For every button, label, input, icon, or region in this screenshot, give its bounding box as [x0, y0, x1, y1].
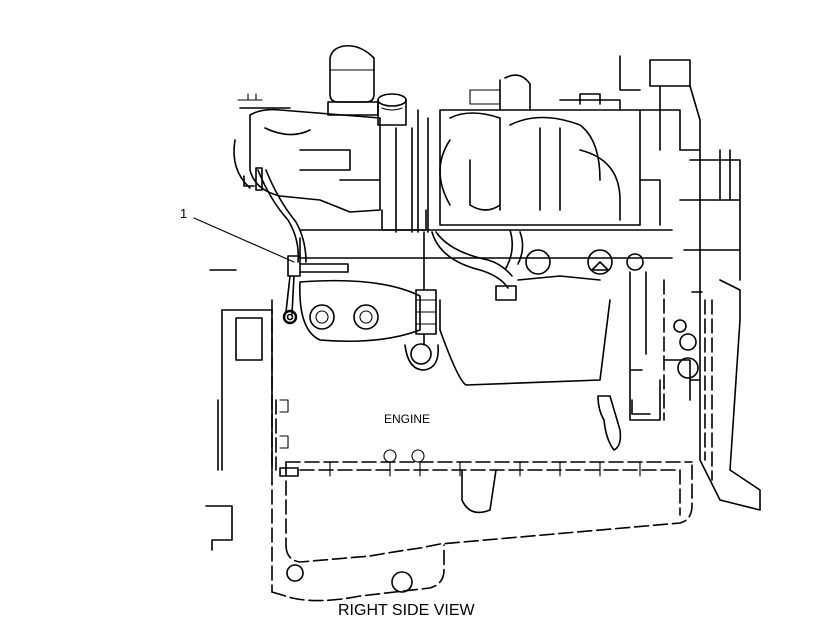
dipstick-tube — [255, 167, 349, 325]
engine-top-components — [233, 44, 701, 346]
view-title: RIGHT SIDE VIEW — [338, 602, 476, 619]
engine-side-features — [299, 249, 661, 451]
bell-housing — [205, 269, 299, 551]
callout-number: 1 — [180, 206, 187, 221]
engine-block-outline — [271, 229, 693, 602]
engine-label: ENGINE — [384, 412, 430, 426]
front-cover-pulleys — [663, 149, 761, 511]
callout-1: 1 — [180, 206, 295, 263]
